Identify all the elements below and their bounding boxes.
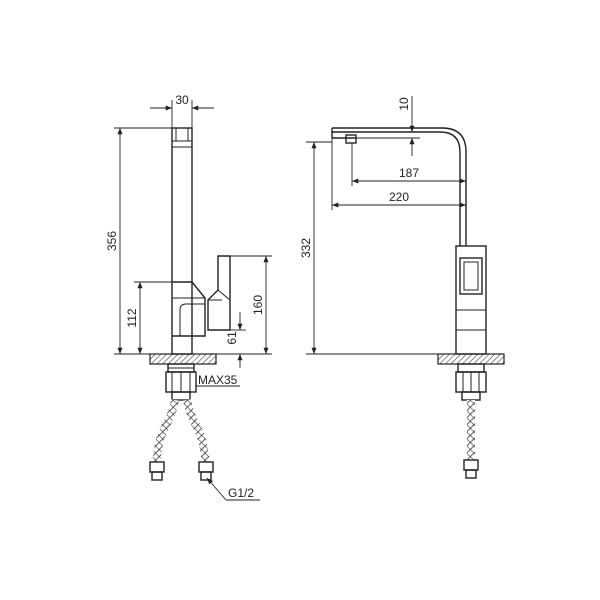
front-cartridge xyxy=(172,281,206,337)
side-handle xyxy=(459,257,483,295)
dim-reach-outer: 220 xyxy=(389,190,409,204)
dim-reach-inner: 187 xyxy=(399,166,419,180)
side-view: 10 187 220 332 xyxy=(299,96,505,479)
dim-handle-offset: 61 xyxy=(225,331,239,345)
dim-total-height: 356 xyxy=(105,231,119,251)
front-hose-right xyxy=(183,399,210,463)
dim-top-width: 30 xyxy=(175,93,189,107)
front-base xyxy=(149,353,217,365)
dim-handle-height: 160 xyxy=(251,295,265,315)
front-body xyxy=(171,127,193,355)
front-handle xyxy=(207,255,231,331)
side-spout xyxy=(332,131,461,246)
dim-base-to-handle: 112 xyxy=(125,308,139,327)
dim-spout-drop: 10 xyxy=(397,97,411,111)
side-base xyxy=(437,353,505,365)
thread-label: G1/2 xyxy=(228,486,254,500)
front-hose-left xyxy=(152,399,179,463)
max-label: MAX35 xyxy=(198,373,238,387)
front-view: 30 356 112 160 61 MAX35 G1/2 xyxy=(105,93,272,501)
dim-spout-height: 332 xyxy=(299,238,313,258)
